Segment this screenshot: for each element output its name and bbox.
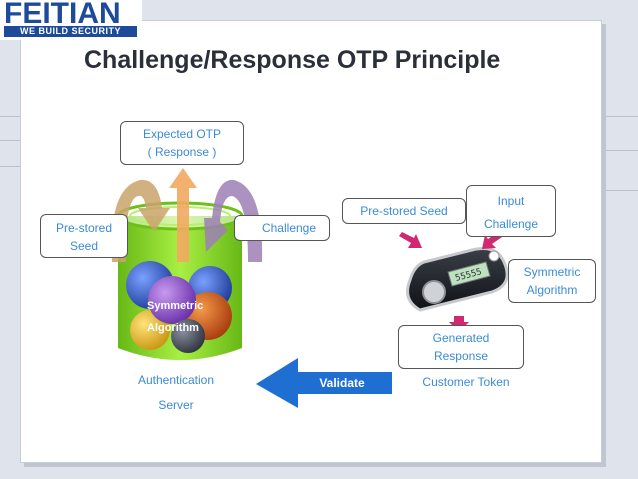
background-line xyxy=(600,116,638,117)
prestored-seed-arrow xyxy=(111,179,170,262)
background-line xyxy=(0,116,20,117)
input-label: Input xyxy=(497,194,525,208)
challenge-arrow xyxy=(204,179,263,262)
expected-otp-label: Expected OTP xyxy=(142,127,222,141)
input-challenge-box: Input Challenge xyxy=(466,185,556,237)
token-symmetric-box: Symmetric Algorithm xyxy=(508,259,596,303)
generated-label: Generated xyxy=(432,331,490,345)
authentication-server-label: Authentication Server xyxy=(116,368,236,418)
server-challenge-box: Challenge xyxy=(234,215,330,241)
otp-token-device xyxy=(406,247,509,312)
page-title: Challenge/Response OTP Principle xyxy=(84,46,501,74)
customer-token-label: Customer Token xyxy=(422,375,510,389)
background-line xyxy=(0,140,20,141)
server-symmetric-label: Symmetric xyxy=(147,300,204,312)
server-challenge-label: Challenge xyxy=(261,221,317,235)
expected-otp-sublabel: ( Response ) xyxy=(147,145,217,159)
generated-response-box: Generated Response xyxy=(398,325,524,369)
logo-tagline: WE BUILD SECURITY xyxy=(4,26,137,37)
background-line xyxy=(0,166,20,167)
token-prestored-seed-box: Pre-stored Seed xyxy=(342,198,466,224)
expected-otp-arrow xyxy=(169,168,197,262)
server-algorithm-label: Algorithm xyxy=(147,322,199,334)
response-label: Response xyxy=(433,349,489,363)
input-challenge-label: Challenge xyxy=(483,217,539,231)
background-line xyxy=(600,150,638,151)
logo-wordmark: FEITIAN xyxy=(4,0,121,30)
server-prestored-seed-box: Pre-stored Seed xyxy=(40,214,128,258)
token-prestored-seed-label: Pre-stored Seed xyxy=(360,204,448,218)
server-prestored-seed-label: Pre-stored xyxy=(55,221,113,235)
authentication-server-line2: Server xyxy=(158,398,194,412)
authentication-server-line1: Authentication xyxy=(137,373,215,387)
validate-label: Validate xyxy=(292,372,392,394)
feitian-logo: FEITIAN WE BUILD SECURITY xyxy=(0,0,142,40)
expected-otp-box: Expected OTP ( Response ) xyxy=(120,121,244,165)
token-symmetric-label: Symmetric xyxy=(523,265,581,279)
server-prestored-seed-sublabel: Seed xyxy=(69,239,99,253)
background-line xyxy=(600,190,638,191)
token-algorithm-label: Algorithm xyxy=(526,283,578,297)
